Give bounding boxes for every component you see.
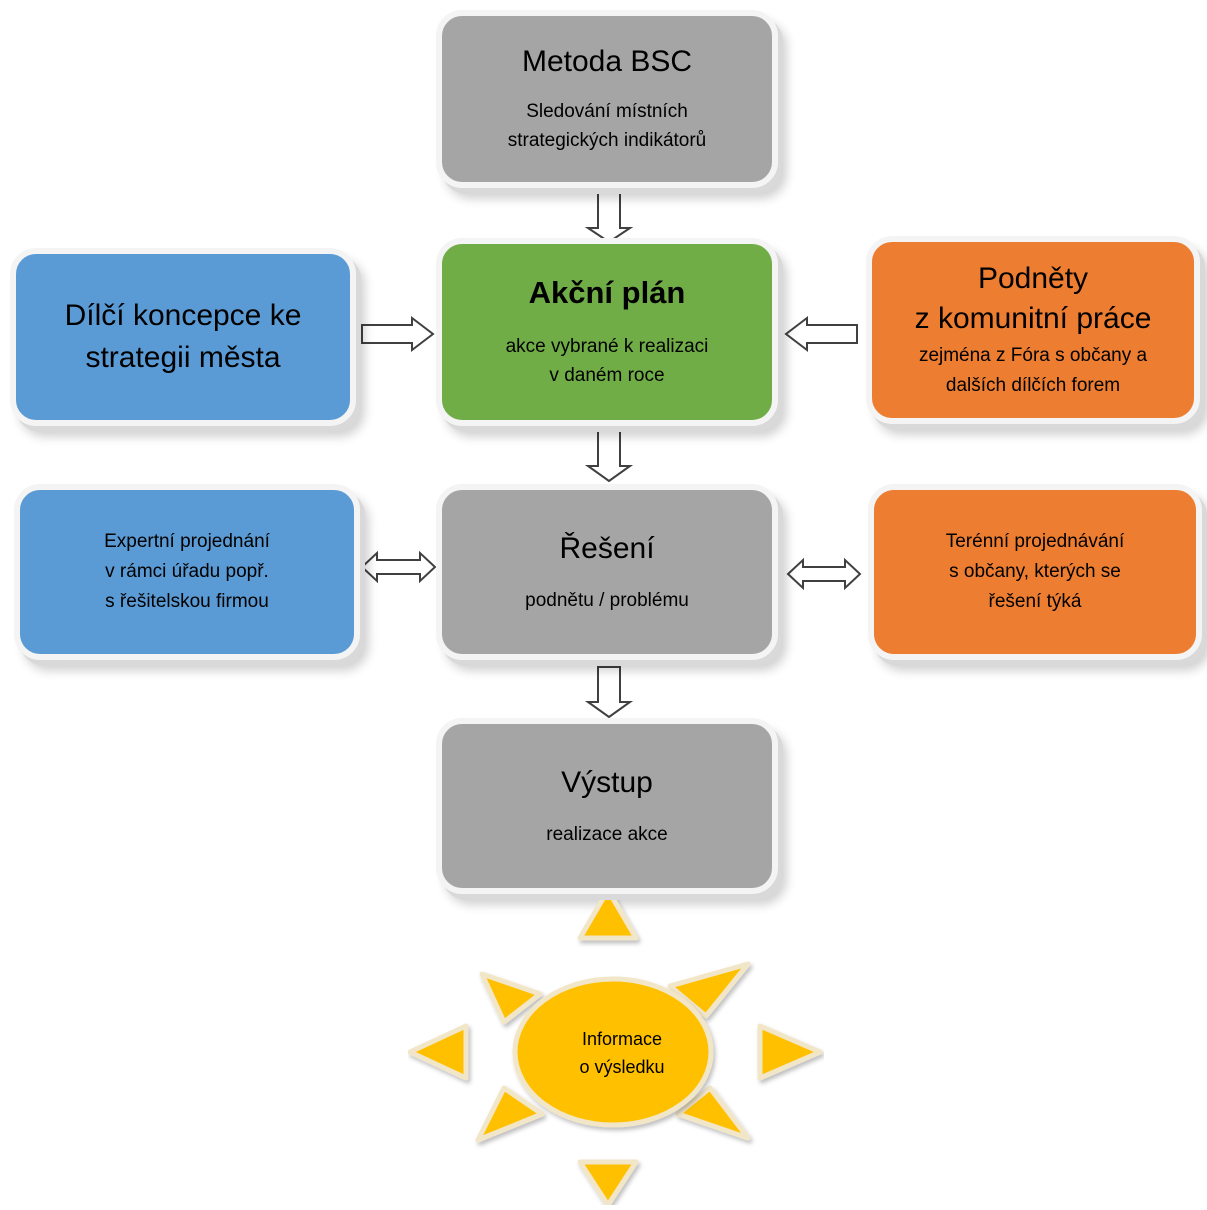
node-vystup: Výstup realizace akce [436,718,778,894]
node-text-line: s občany, kterých se [949,561,1121,582]
node-informace-sun: Informace o výsledku [407,887,824,1208]
node-text-line: Expertní projednání [104,531,270,552]
node-subtitle-line: dalších dílčích forem [945,375,1121,396]
node-title: Podněty z komunitní práce [915,259,1152,339]
sun-label: Informace o výsledku [408,900,830,1205]
sun-icon [407,887,823,1208]
node-subtitle: zejména z Fóra s občany a dalších dílčíc… [919,341,1147,401]
node-subtitle: realizace akce [546,823,668,845]
node-akcni-plan: Akční plán akce vybrané k realizaci v da… [436,238,778,426]
node-reseni: Řešení podnětu / problému [436,484,778,660]
sun-label-line: Informace [581,1028,663,1049]
node-subtitle-line: Sledování místních [526,101,688,122]
node-text-line: řešení týká [988,591,1082,612]
node-title-line: Podněty [977,262,1089,295]
node-subtitle-line: zejména z Fóra s občany a [918,345,1148,366]
node-text-line: s řešitelskou firmou [105,591,269,612]
node-text-line: v rámci úřadu popř. [105,561,269,582]
arrow-podnety-to-plan [784,315,858,353]
node-text: Expertní projednání v rámci úřadu popř. … [104,527,270,617]
node-title: Metoda BSC [521,45,693,78]
node-text: Terénní projednávání s občany, kterých s… [946,527,1125,617]
arrow-reseni-to-vystup [584,666,634,719]
node-subtitle: Sledování místních strategických indikát… [508,97,707,155]
node-metoda-bsc: Metoda BSC Sledování místních strategick… [436,10,778,188]
arrow-expert-reseni [360,550,437,584]
node-title-line: Dílčí koncepce ke [64,299,302,332]
node-title: Řešení [559,531,655,565]
node-subtitle-line: v daném roce [549,365,665,386]
node-subtitle: podnětu / problému [525,589,689,611]
arrow-reseni-terenni [786,557,862,591]
node-title: Akční plán [528,275,686,310]
node-text-line: Terénní projednávání [945,531,1125,552]
node-subtitle-line: strategických indikátorů [507,130,707,151]
node-title-line: strategii města [85,341,281,374]
node-title: Dílčí koncepce ke strategii města [65,295,302,379]
node-podnety: Podněty z komunitní práce zejména z Fóra… [866,236,1200,424]
arrow-plan-to-reseni [584,429,634,483]
sun-label-line: o výsledku [579,1056,665,1077]
arrow-koncepce-to-plan [361,315,435,353]
node-title-line: z komunitní práce [914,302,1152,335]
node-terenni-projednavani: Terénní projednávání s občany, kterých s… [868,484,1202,660]
node-subtitle-line: akce vybrané k realizaci [505,336,709,357]
node-dilci-koncepce: Dílčí koncepce ke strategii města [10,248,356,426]
node-expertni-projednani: Expertní projednání v rámci úřadu popř. … [14,484,360,660]
node-title: Výstup [561,765,653,799]
node-subtitle: akce vybrané k realizaci v daném roce [506,332,709,390]
arrow-bsc-to-plan [584,191,634,244]
